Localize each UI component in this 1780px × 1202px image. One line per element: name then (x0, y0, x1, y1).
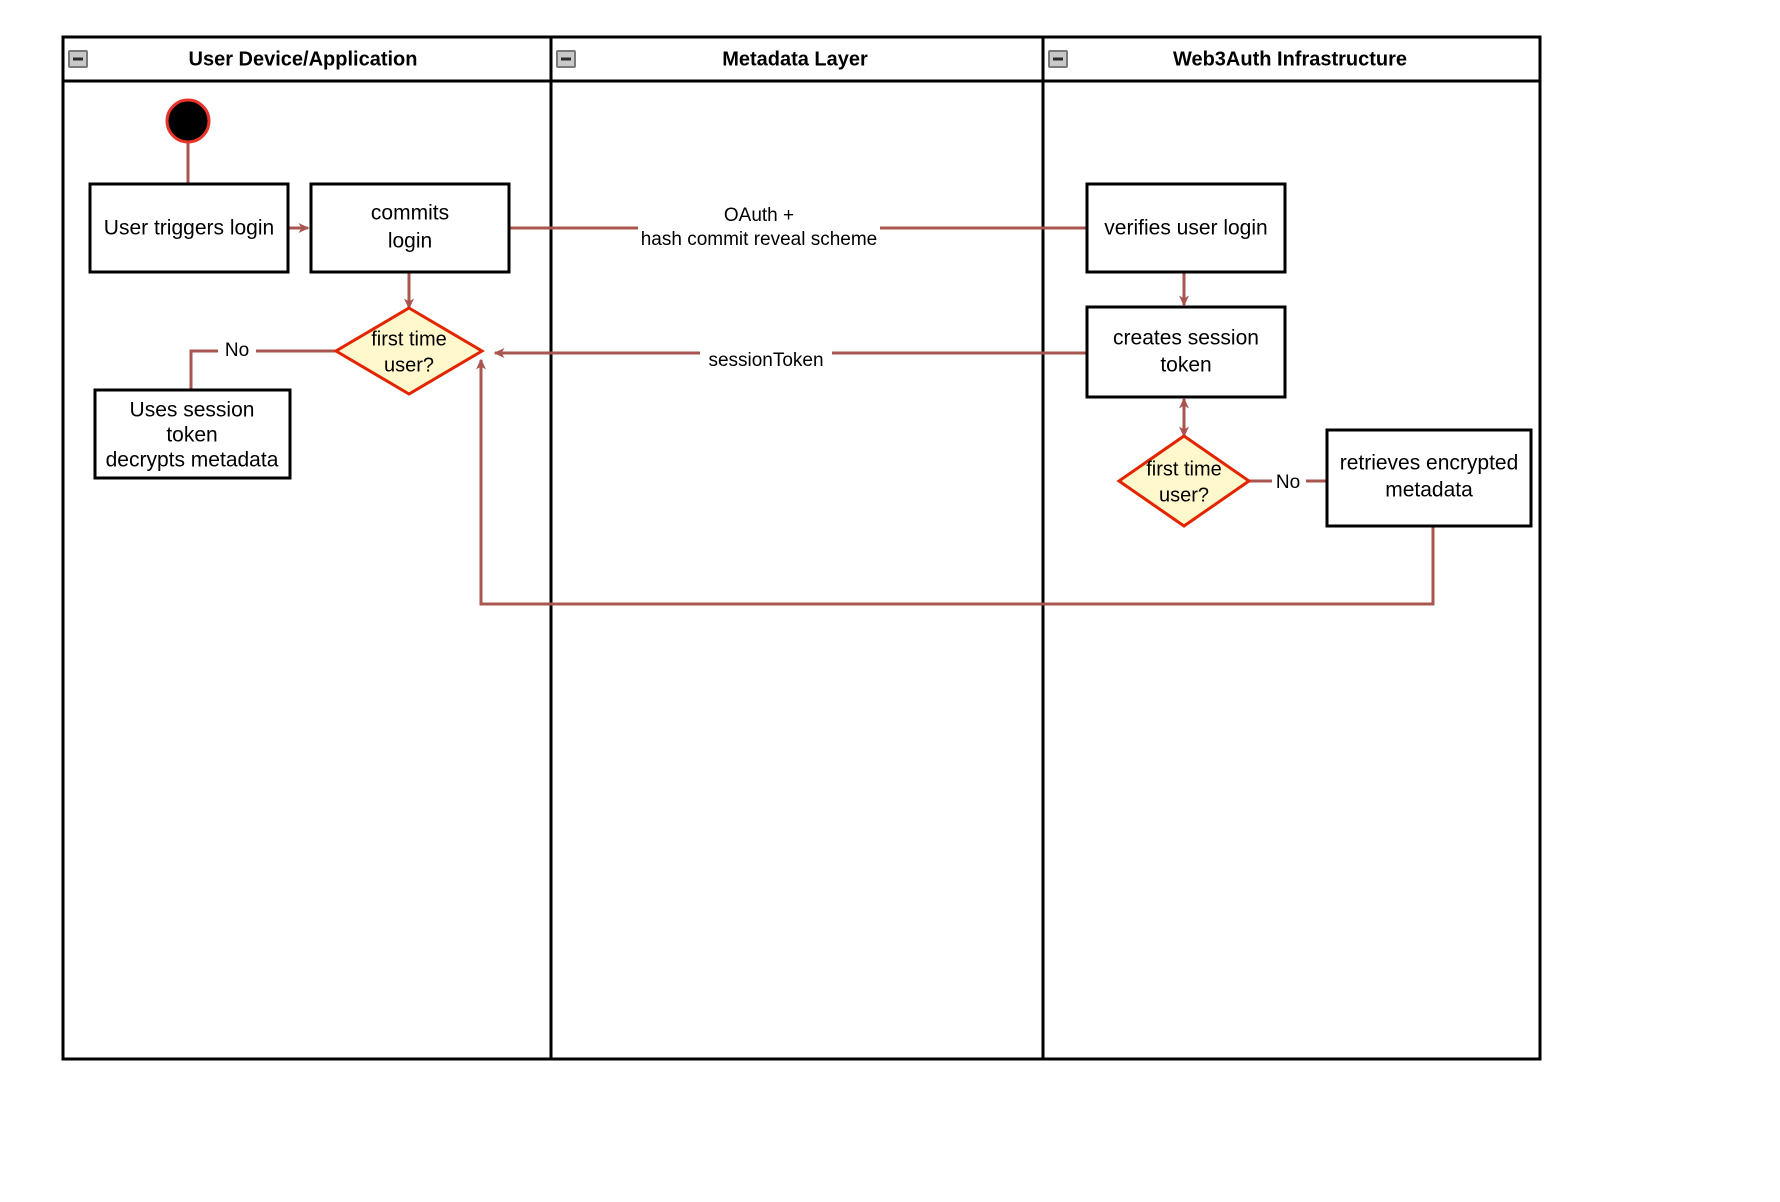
node-retrieves-encrypted-metadata[interactable]: retrieves encrypted metadata (1325, 428, 1533, 528)
node-uses-session-token[interactable]: Uses session token decrypts metadata (93, 388, 292, 480)
node-label-line2: metadata (1385, 479, 1473, 502)
node-creates-session-token[interactable]: creates session token (1085, 305, 1287, 399)
diagram-frame (61, 35, 1542, 1061)
lane-header-web3auth: Web3Auth Infrastructure (1048, 48, 1407, 70)
lane-title-metadata: Metadata Layer (722, 48, 868, 70)
node-label-line2: token (166, 424, 217, 447)
node-decision-first-time-user-web3auth[interactable]: first time user? (1116, 434, 1252, 528)
node-label-line3: decrypts metadata (106, 449, 279, 472)
node-label-line1: first time (371, 328, 447, 350)
node-label-line2: user? (384, 354, 434, 376)
node-decision-first-time-user-device[interactable]: first time user? (333, 306, 485, 396)
edge-return-loop (476, 358, 1435, 606)
edge-label-oauth-line2: hash commit reveal scheme (641, 229, 878, 250)
node-label-line2: login (388, 230, 432, 253)
node-label-line1: creates session (1113, 327, 1259, 350)
node-label-line1: Uses session (130, 399, 255, 422)
node-label-line1: first time (1146, 458, 1222, 480)
edge-label-no-web3auth-lane: No (1276, 472, 1300, 493)
lane-header-user-device: User Device/Application (68, 48, 418, 70)
lane-title-web3auth: Web3Auth Infrastructure (1173, 48, 1407, 70)
start-node (165, 98, 211, 144)
node-label: User triggers login (104, 217, 274, 240)
edge-decision-no-seg-b (189, 349, 218, 390)
edge-label-oauth-line1: OAuth + (724, 205, 794, 226)
node-label-line2: user? (1159, 484, 1209, 506)
edge-label-no-user-lane: No (225, 340, 249, 361)
node-verifies-user-login[interactable]: verifies user login (1085, 182, 1287, 274)
node-label-line1: retrieves encrypted (1340, 452, 1519, 475)
node-user-triggers-login[interactable]: User triggers login (88, 182, 290, 274)
node-label: verifies user login (1104, 217, 1267, 240)
edge-label-session-token: sessionToken (708, 350, 823, 371)
lane-header-metadata: Metadata Layer (556, 48, 868, 70)
node-label-line2: token (1160, 354, 1211, 377)
lane-title-user-device: User Device/Application (189, 48, 418, 70)
node-commits-login[interactable]: commits login (309, 182, 511, 274)
node-label-line1: commits (371, 202, 449, 225)
